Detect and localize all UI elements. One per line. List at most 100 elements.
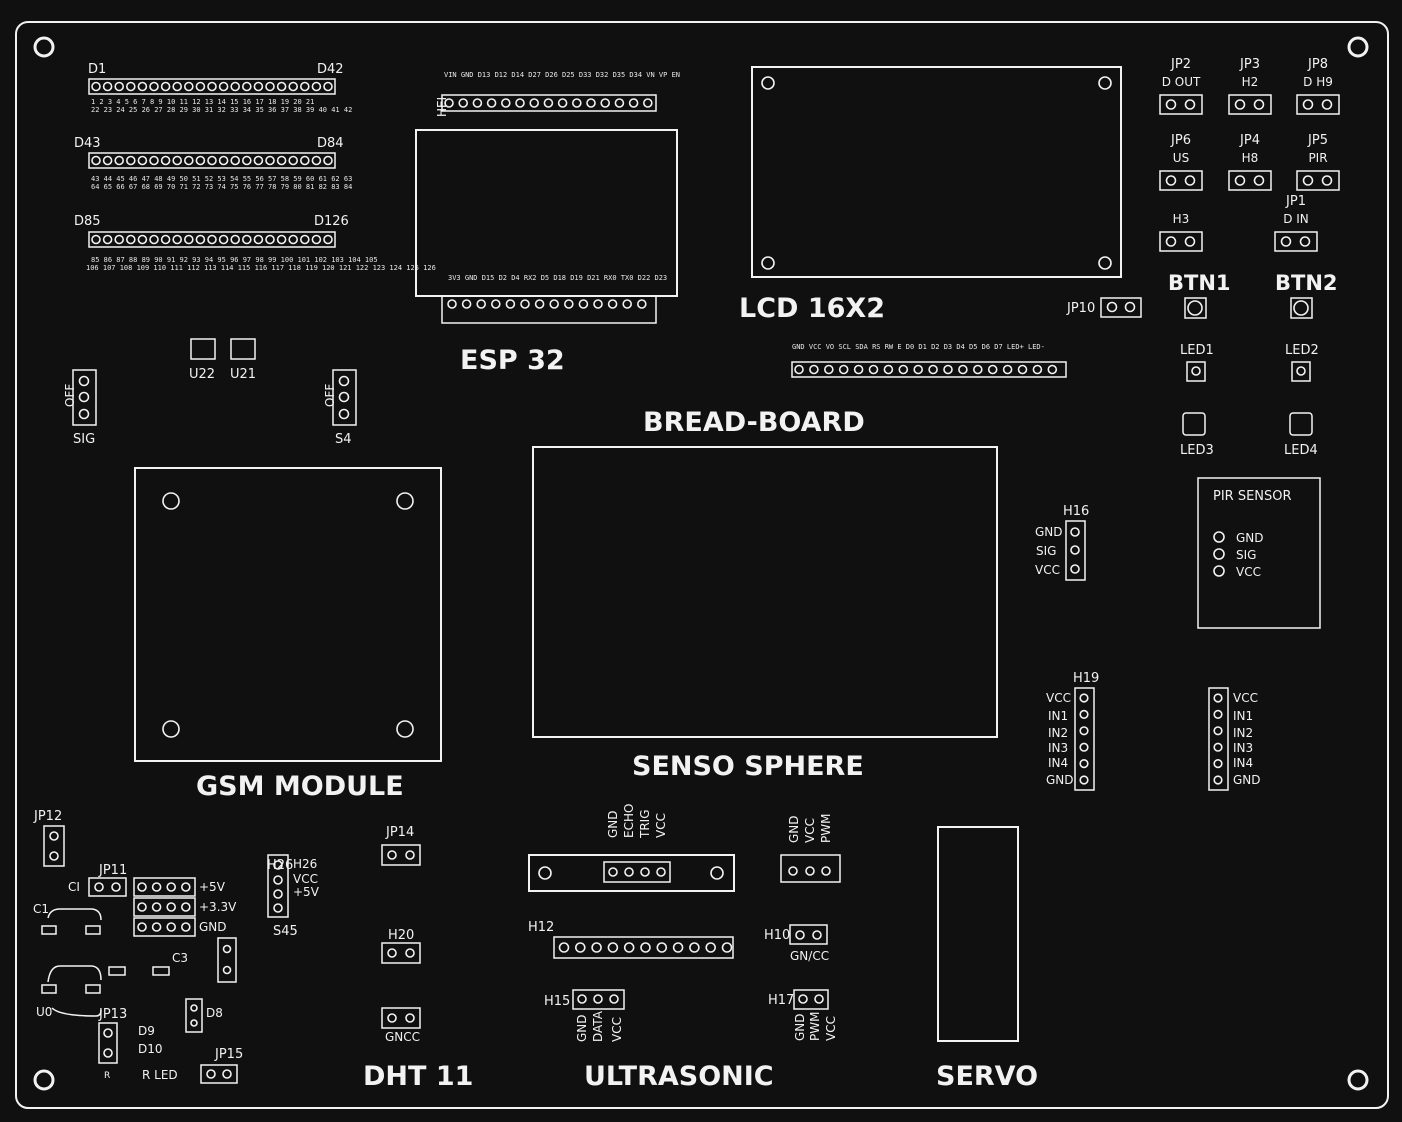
header-d1-d42: D1 D42 1 2 3 4 5 6 7 8 9 10 11 12 13 14 … [88,62,352,114]
h16-pin-gnd: GND [1035,525,1063,539]
pin-hole [571,98,582,108]
pin-hole [656,942,668,953]
h20-label: H20 [388,928,414,943]
pin-hole [126,234,136,245]
pin-hole [151,922,162,932]
pin-hole [166,882,176,892]
pin-hole [558,942,570,953]
d8-label: D8 [206,1006,223,1020]
pir-pin-gnd: GND [1236,531,1264,545]
pin-hole [288,81,299,92]
pin-hole [253,81,264,92]
led4-label: LED4 [1284,443,1318,458]
pin-hole [137,155,148,166]
pin-hole [253,234,264,245]
u21-label: U21 [230,367,256,382]
mounting-hole-tl [33,36,55,58]
sig-label: SIG [73,432,95,447]
jp10-label: JP10 [1066,301,1095,316]
pin-hole [137,234,148,245]
pin-hole [607,299,618,309]
pin-hole [242,155,252,166]
pin-hole [447,299,457,309]
pin-hole [1213,693,1223,703]
v5-label: +5V [199,880,226,894]
c1-label: C1 [33,902,49,916]
jp2-label: JP2 [1170,57,1191,72]
ultrasonic-title: ULTRASONIC [584,1061,774,1092]
pin-hole [137,882,147,892]
ci-label: CI [68,880,80,894]
h19-label: H19 [1073,671,1099,686]
h19-pin-2: IN2 [1048,726,1068,740]
pin-hole [1079,726,1089,736]
row3-numbers: 85 86 87 88 89 90 91 92 93 94 95 96 97 9… [91,256,378,264]
pin-hole [218,234,229,245]
s4-label: S4 [335,432,352,447]
pin-hole [958,364,968,375]
row3-numbers-b: 106 107 108 109 110 111 112 113 114 115 … [86,264,436,272]
h15-pin-vcc: VCC [610,1017,624,1042]
pin-hole [218,155,229,166]
h10-label: H10 [764,928,790,943]
pin-hole [600,98,611,108]
pin-hole [288,155,299,166]
pin-hole [166,902,176,912]
h16-header: H16 GND SIG VCC [1035,504,1089,581]
h15-label: H15 [544,994,570,1009]
u22-chip: U22 [189,338,216,382]
pin-hole [623,942,635,953]
c3-label: C3 [172,951,188,965]
led2-label: LED2 [1285,343,1319,358]
pin-hole [1213,726,1223,736]
pin-hole [1079,758,1089,769]
label-d126: D126 [314,214,349,229]
senso-title: SENSO SPHERE [632,751,864,782]
jp3-label: JP3 [1239,57,1260,72]
pin-hole [672,942,684,953]
pin-hole [195,81,206,92]
pin-hole [114,81,124,92]
esp-top-pin-labels: VIN GND D13 D12 D14 D27 D26 D25 D33 D32 … [444,71,680,79]
pin-hole [486,98,497,108]
h16-pin-vcc: VCC [1035,563,1060,577]
jp5-sub-label: PIR [1308,151,1327,165]
esp32-title: ESP 32 [460,345,565,376]
led3: LED3 [1180,412,1214,458]
pin-hole [151,902,162,912]
pin-hole [172,155,182,166]
pin-hole [207,81,217,92]
jp5-label: JP5 [1307,133,1328,148]
h19b-pin-1: IN1 [1233,709,1253,723]
pin-hole [1079,742,1089,752]
pin-hole [172,234,182,245]
pin-hole [137,81,148,92]
pin-hole [149,155,159,166]
pin-hole [151,882,162,892]
servo-pin-pwm: PWM [819,814,833,843]
pir-pin-vcc: VCC [1236,565,1261,579]
pin-hole [515,98,525,108]
pin-hole [181,882,191,892]
h19b-pin-5: GND [1233,773,1261,787]
d9-label: D9 [138,1024,155,1038]
h19b-pin-2: IN2 [1233,726,1253,740]
label-d1: D1 [88,62,106,77]
pin-hole [614,98,625,108]
header-d85-d126: D85 D126 85 86 87 88 89 90 91 92 93 94 9… [74,214,436,272]
pin-hole [299,234,310,245]
pin-hole [160,234,171,245]
jp4-label: JP4 [1239,133,1260,148]
u21-chip: U21 [230,338,256,382]
sig-off-label: OFF [63,384,77,407]
pin-hole [276,81,287,92]
pin-hole [529,98,540,108]
pin-hole [253,155,264,166]
jp15-label: JP15 [214,1047,243,1062]
u0-label: U0 [36,1005,52,1019]
pin-hole [628,98,639,108]
pin-hole [166,922,176,932]
h17-label: H17 [768,993,794,1008]
